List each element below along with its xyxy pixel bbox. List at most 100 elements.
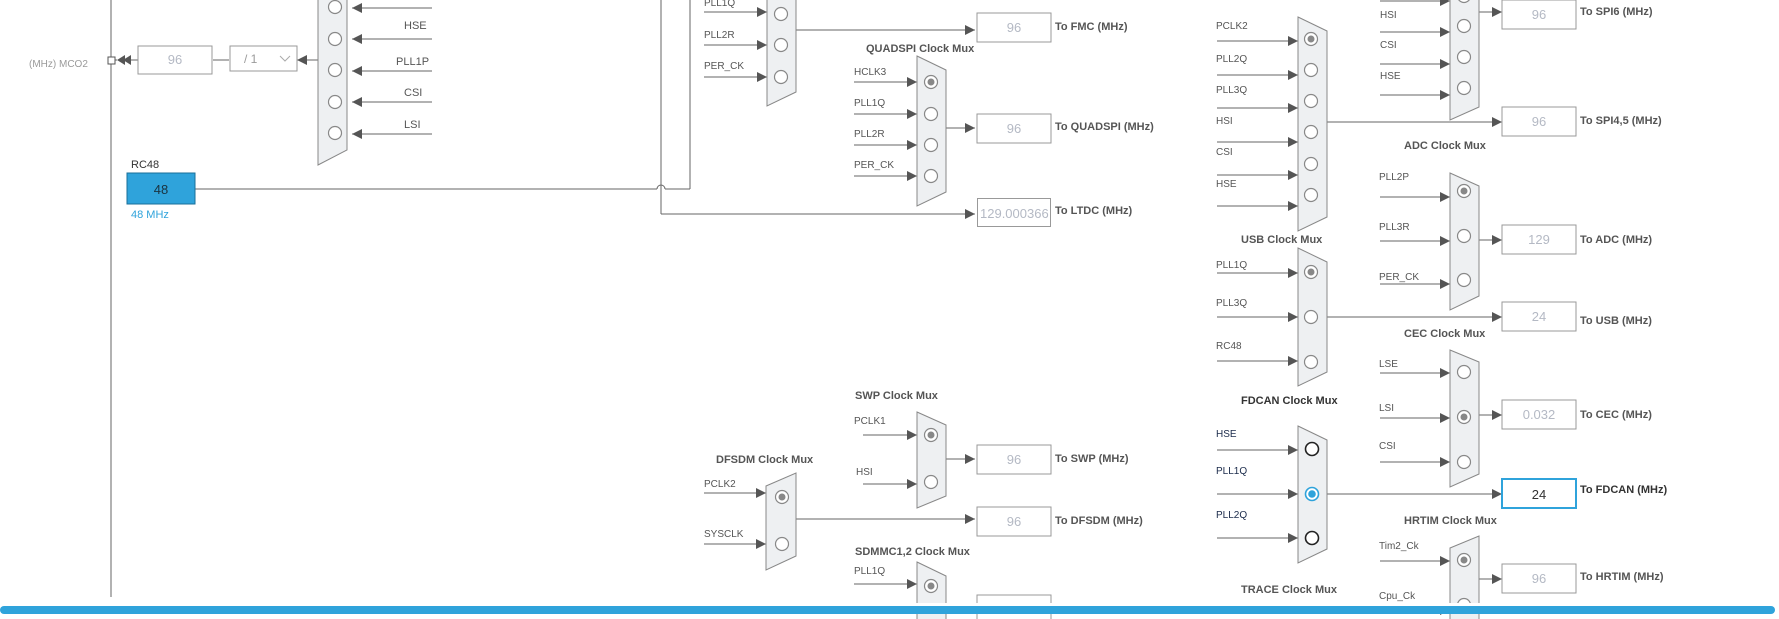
- ltdc-value-box: 129.000366: [977, 198, 1051, 227]
- fmc-value-box: [976, 12, 1052, 43]
- dfsdm-value: 96: [1007, 514, 1021, 529]
- rc48-frequency: 48 MHz: [131, 209, 169, 221]
- dfsdm-value-box: [976, 506, 1052, 537]
- swp-input-label: HSI: [856, 467, 873, 478]
- fmc-mux: [766, 0, 797, 107]
- hrtim-mux-title: HRTIM Clock Mux: [1404, 515, 1498, 527]
- spi6-input-label: HSI: [1380, 10, 1397, 21]
- cec-output-label: To CEC (MHz): [1580, 409, 1652, 421]
- quadspi-input-label: HCLK3: [854, 67, 887, 78]
- hrtim-value: 96: [1532, 571, 1546, 586]
- swp-output-label: To SWP (MHz): [1055, 453, 1129, 465]
- hrtim-output-label: To HRTIM (MHz): [1580, 571, 1664, 583]
- quadspi-mux: [916, 55, 947, 207]
- cec-input-label: LSE: [1379, 359, 1398, 370]
- spi45-value: 96: [1532, 114, 1546, 129]
- swp-mux: [916, 411, 947, 509]
- rc48-value: 48: [154, 182, 168, 197]
- mco2-label: (MHz) MCO2: [29, 59, 88, 70]
- spi6-value-box: [1501, 0, 1577, 30]
- mco2-input-label: PLL1P: [396, 56, 429, 68]
- hrtim-input-label: Cpu_Ck: [1379, 591, 1416, 602]
- dfsdm-mux-title: DFSDM Clock Mux: [716, 454, 814, 466]
- adc-input-label: PER_CK: [1379, 272, 1419, 283]
- hrtim-value-box: [1501, 563, 1577, 594]
- spi45-input-label: HSE: [1216, 179, 1237, 190]
- fmc-input-label: PLL1Q: [704, 0, 735, 9]
- dfsdm-mux: [765, 472, 797, 571]
- quadspi-mux-title: QUADSPI Clock Mux: [866, 43, 975, 55]
- quadspi-value-box: [976, 113, 1052, 144]
- spi45-value-box: [1501, 106, 1577, 137]
- usb-mux-title: USB Clock Mux: [1241, 234, 1323, 246]
- rc48-block[interactable]: [126, 172, 196, 205]
- spi6-input-label: HSE: [1380, 71, 1401, 82]
- adc-input-label: PLL2P: [1379, 172, 1409, 183]
- mco2-divider-value: / 1: [244, 52, 258, 66]
- dfsdm-input-label: PCLK2: [704, 479, 736, 490]
- usb-output-label: To USB (MHz): [1580, 315, 1652, 327]
- usb-input-label: RC48: [1216, 341, 1242, 352]
- fdcan-output-label: To FDCAN (MHz): [1580, 484, 1667, 496]
- sdmmc-input-label: PLL1Q: [854, 566, 885, 577]
- quadspi-input-label: PLL2R: [854, 129, 885, 140]
- fdcan-mux-title: FDCAN Clock Mux: [1241, 395, 1338, 407]
- fmc-input-label: PLL2R: [704, 30, 735, 41]
- cec-value: 0.032: [1523, 407, 1556, 422]
- cec-mux-title: CEC Clock Mux: [1404, 328, 1486, 340]
- fdcan-input-label: PLL1Q: [1216, 466, 1247, 477]
- adc-output-label: To ADC (MHz): [1580, 234, 1652, 246]
- fmc-value: 96: [1007, 20, 1021, 35]
- fmc-input-label: PER_CK: [704, 61, 744, 72]
- horizontal-scrollbar-thumb[interactable]: [0, 606, 1775, 614]
- quadspi-output-label: To QUADSPI (MHz): [1055, 121, 1154, 133]
- swp-mux-title: SWP Clock Mux: [855, 390, 939, 402]
- fdcan-value-input[interactable]: [1501, 478, 1577, 509]
- fdcan-input-label: PLL2Q: [1216, 510, 1247, 521]
- fdcan-value: 24: [1532, 487, 1546, 502]
- dfsdm-output-label: To DFSDM (MHz): [1055, 515, 1143, 527]
- mco2-value-box: [137, 45, 213, 75]
- mco2-input-label: HSE: [404, 20, 427, 32]
- cec-value-box: [1501, 399, 1577, 430]
- mco2-input-label: CSI: [404, 87, 422, 99]
- ltdc-value: 129.000366: [980, 206, 1049, 221]
- adc-mux-title: ADC Clock Mux: [1404, 140, 1487, 152]
- quadspi-input-label: PLL1Q: [854, 98, 885, 109]
- usb-input-label: PLL1Q: [1216, 260, 1247, 271]
- spi45-input-label: PLL3Q: [1216, 85, 1247, 96]
- spi6-input-label: CSI: [1380, 40, 1397, 51]
- spi45-input-label: PLL2Q: [1216, 54, 1247, 65]
- mco2-mux: [317, 0, 348, 166]
- swp-value-box: [976, 444, 1052, 475]
- sdmmc-mux-title: SDMMC1,2 Clock Mux: [855, 546, 971, 558]
- cec-input-label: CSI: [1379, 441, 1396, 452]
- trace-mux-title: TRACE Clock Mux: [1241, 584, 1338, 596]
- adc-input-label: PLL3R: [1379, 222, 1410, 233]
- spi45-input-label: CSI: [1216, 147, 1233, 158]
- usb-value: 24: [1532, 309, 1546, 324]
- adc-value: 129: [1528, 232, 1550, 247]
- mco2-input-label: LSI: [404, 119, 421, 131]
- quadspi-value: 96: [1007, 121, 1021, 136]
- fdcan-input-label: HSE: [1216, 429, 1237, 440]
- rc48-title: RC48: [131, 159, 159, 171]
- spi6-value: 96: [1532, 7, 1546, 22]
- spi45-input-label: HSI: [1216, 116, 1233, 127]
- adc-value-box: [1501, 224, 1577, 255]
- swp-value: 96: [1007, 452, 1021, 467]
- spi6-output-label: To SPI6 (MHz): [1580, 6, 1653, 18]
- dfsdm-input-label: SYSCLK: [704, 529, 744, 540]
- usb-input-label: PLL3Q: [1216, 298, 1247, 309]
- swp-input-label: PCLK1: [854, 416, 886, 427]
- mco2-value: 96: [168, 52, 182, 67]
- hrtim-input-label: Tim2_Ck: [1379, 541, 1420, 552]
- fmc-output-label: To FMC (MHz): [1055, 21, 1128, 33]
- cec-input-label: LSI: [1379, 403, 1394, 414]
- mco2-divider-select[interactable]: [229, 45, 298, 72]
- quadspi-input-label: PER_CK: [854, 160, 894, 171]
- ltdc-output-label: To LTDC (MHz): [1055, 205, 1133, 217]
- spi45-output-label: To SPI4,5 (MHz): [1580, 115, 1662, 127]
- spi45-input-label: PCLK2: [1216, 21, 1248, 32]
- usb-value-box: [1501, 301, 1577, 332]
